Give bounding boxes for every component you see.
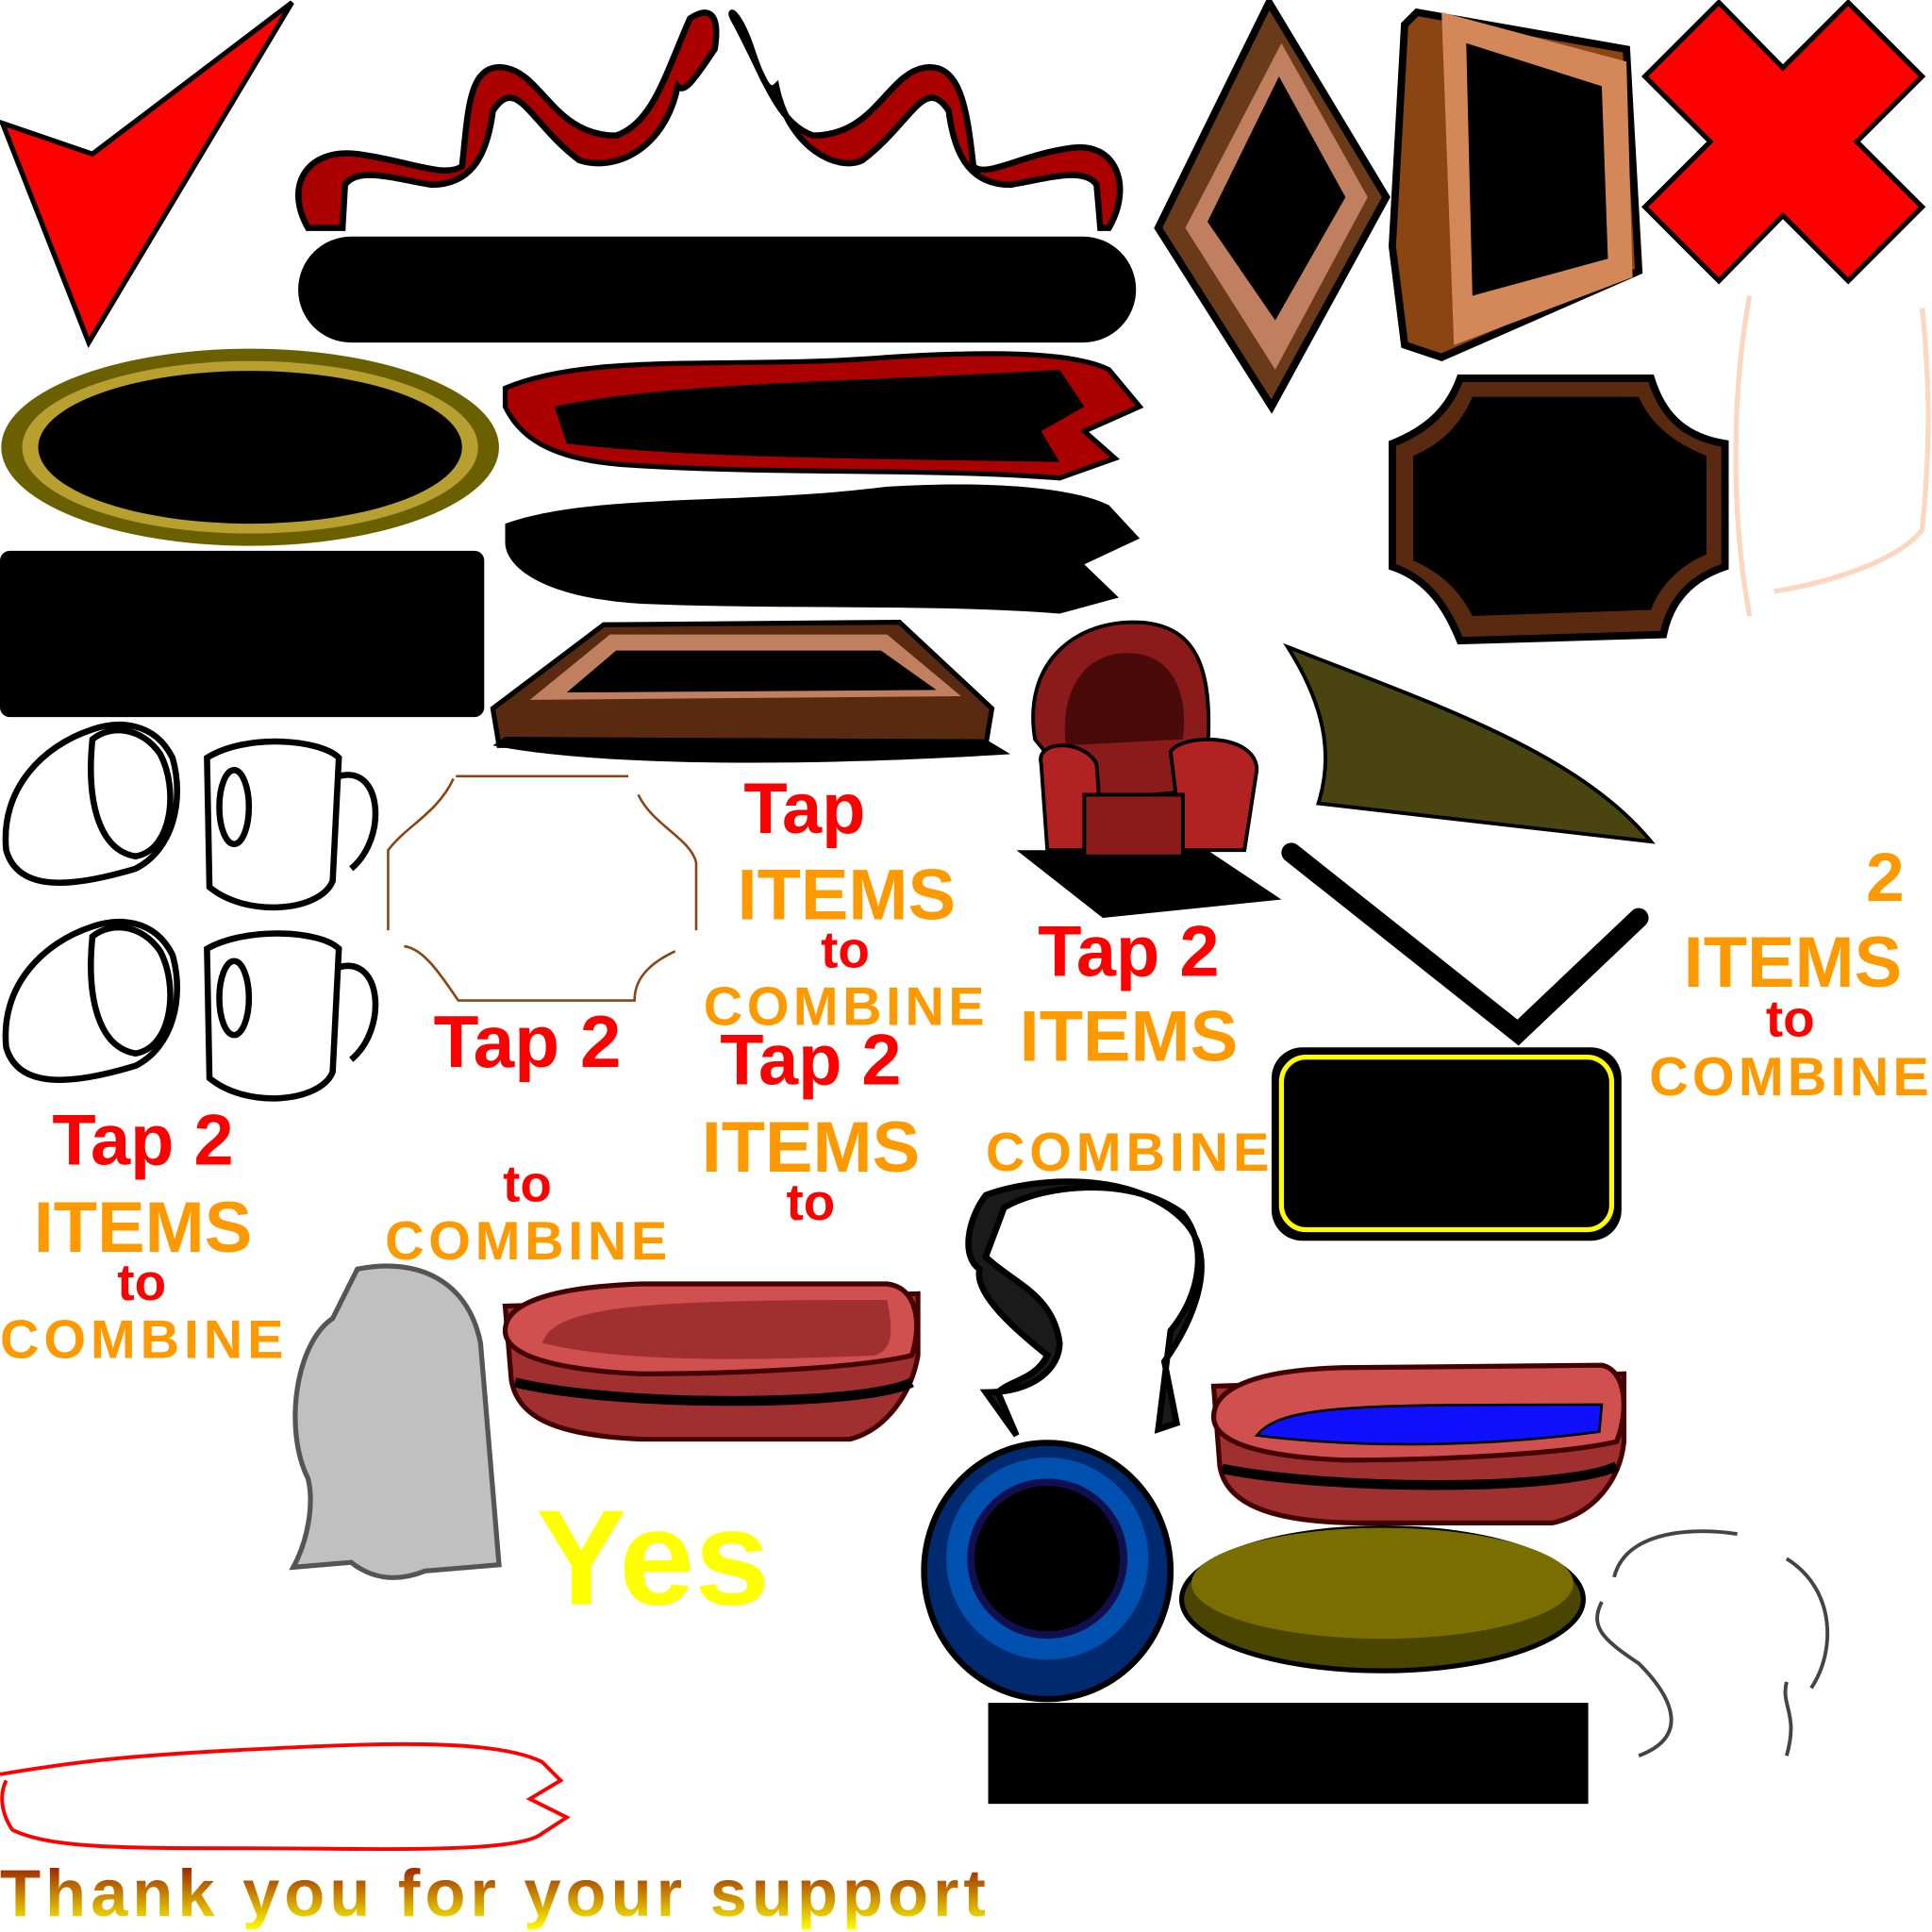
items-label: ITEMS	[1020, 997, 1238, 1077]
to-label: to	[787, 1173, 836, 1231]
egg-outline	[2, 722, 180, 1083]
tap-label: Tap	[743, 769, 865, 849]
items-label: ITEMS	[34, 1188, 252, 1268]
thank-you-label: Thank you for your support	[0, 1856, 986, 1930]
peach-outline	[1733, 294, 1931, 617]
mug-outline	[204, 738, 379, 1102]
label-group-e: Tap 2 ITEMS to COMBINE	[0, 1100, 283, 1370]
items-label: ITEMS	[1684, 923, 1902, 1003]
square-frame	[1388, 8, 1643, 361]
black-panel	[0, 550, 485, 718]
label-group-c: Tap 2 ITEMS COMBINE	[986, 911, 1269, 1182]
grey-cloth	[289, 1263, 502, 1580]
combine-label: COMBINE	[0, 1309, 283, 1370]
red-basket	[502, 1281, 921, 1442]
red-outline-banner	[0, 1741, 571, 1852]
armchair	[1016, 620, 1282, 919]
tap2-label: Tap 2	[52, 1100, 233, 1180]
tap2-label: Tap 2	[720, 1020, 901, 1100]
blue-ring	[921, 1440, 1174, 1703]
two-label: 2	[1866, 840, 1905, 916]
label-group-d: 2 ITEMS to COMBINE	[1649, 840, 1928, 1108]
label-group-b: Tap 2 ITEMS to	[702, 1020, 920, 1231]
black-hair-wig	[965, 1178, 1205, 1438]
red-x-icon	[1641, 0, 1926, 285]
to-label: to	[117, 1253, 166, 1311]
oval-frame	[1, 348, 499, 546]
wavy-black-banner	[505, 484, 1141, 614]
octagon-plaque	[1388, 375, 1729, 645]
tap2-label: Tap 2	[434, 1000, 622, 1083]
tap2-label: Tap 2	[1038, 911, 1219, 991]
combine-label: COMBINE	[986, 1123, 1269, 1183]
black-bar	[988, 1703, 1589, 1805]
yes-label: Yes	[536, 1483, 770, 1634]
items-label: ITEMS	[738, 855, 956, 935]
olive-leaf	[1283, 642, 1656, 844]
combine-label: COMBINE	[385, 1211, 667, 1272]
ribbon-banner	[295, 9, 1137, 343]
wooden-tray	[490, 619, 1011, 763]
olive-oval	[1178, 1524, 1586, 1674]
water-basket	[1210, 1362, 1627, 1525]
combine-label: COMBINE	[704, 977, 985, 1038]
to-label: to	[1766, 989, 1815, 1047]
yellow-bordered-panel	[1271, 1047, 1622, 1241]
label-group-f: to COMBINE	[385, 1154, 667, 1271]
items-label: ITEMS	[702, 1108, 920, 1188]
brown-outline-frame	[387, 774, 698, 1002]
to-label: to	[821, 920, 870, 978]
red-checkmark-icon	[0, 0, 294, 349]
combine-label: COMBINE	[1649, 1047, 1928, 1108]
diamond-frame	[1154, 0, 1391, 414]
grey-hair-outline	[1595, 1529, 1830, 1758]
to-label: to	[503, 1154, 552, 1212]
label-group-a: Tap ITEMS to COMBINE	[704, 769, 985, 1038]
black-check-stroke	[1281, 842, 1649, 1046]
